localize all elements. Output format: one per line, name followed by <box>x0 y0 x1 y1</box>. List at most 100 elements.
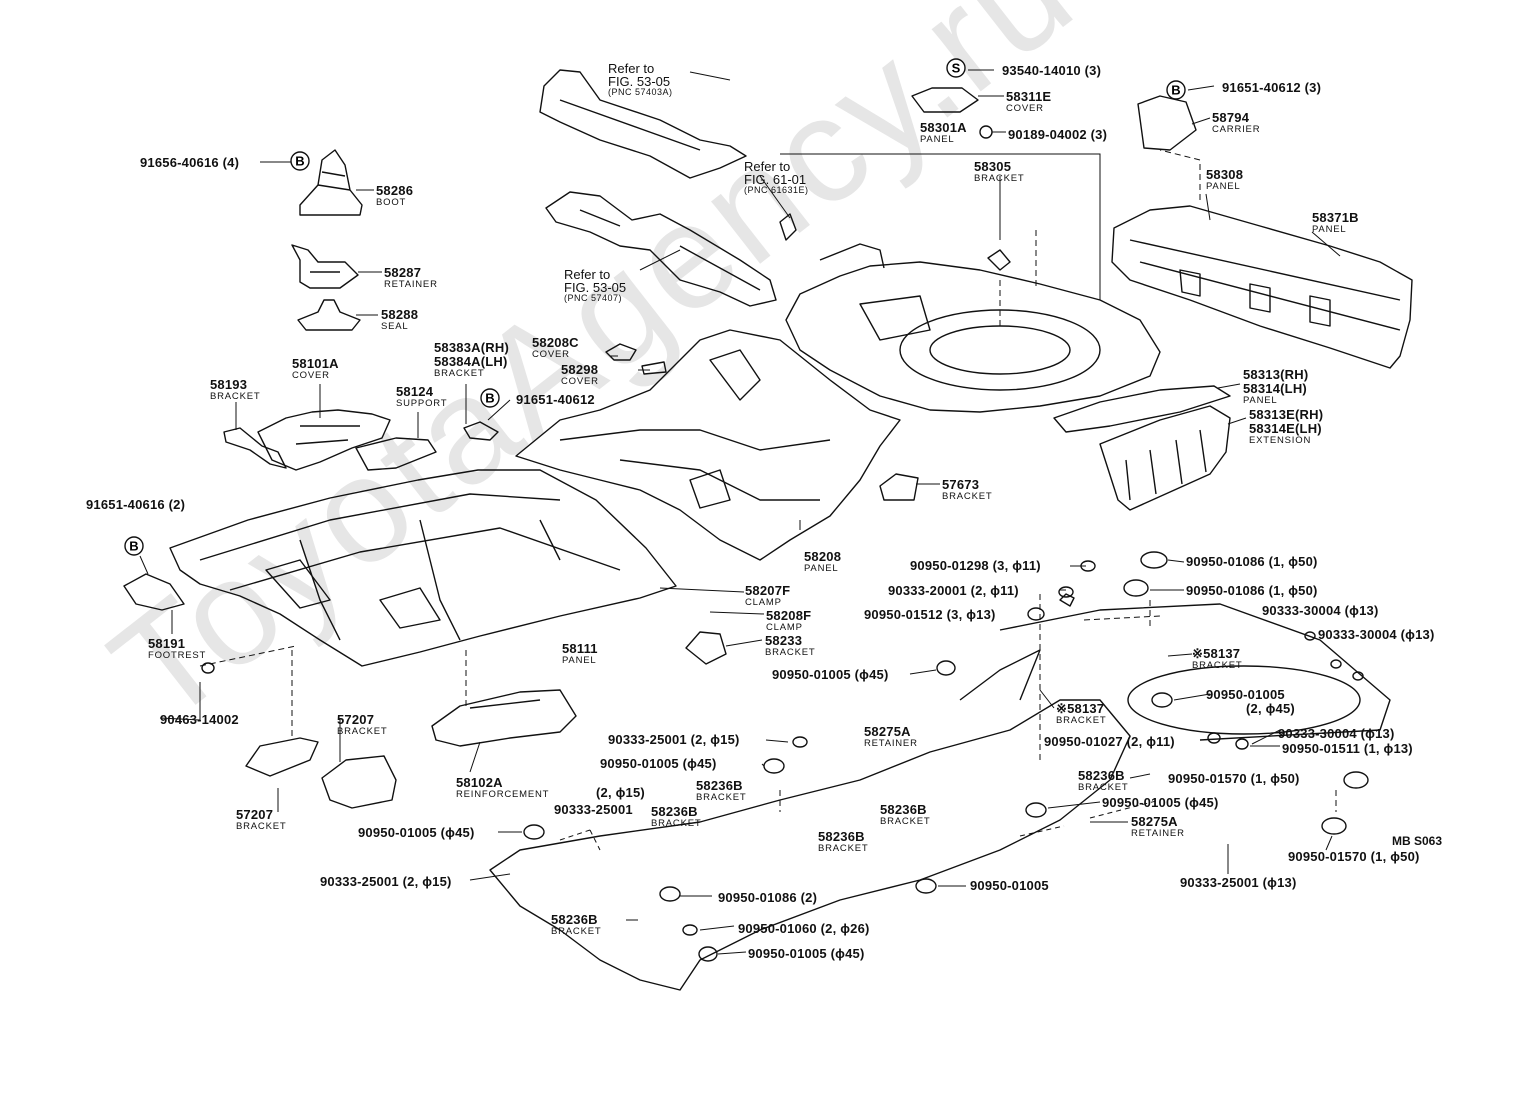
boot-part <box>299 149 363 216</box>
part-number: 58111 <box>562 641 598 656</box>
part-number: 58384A(LH) <box>434 354 508 369</box>
symbol-letter: S <box>952 61 961 76</box>
fastener-number-n23: 90950-01570 (1, ϕ50) <box>1288 849 1420 864</box>
fastener-number-n17: (2, ϕ45) <box>1246 701 1295 716</box>
part-name: BRACKET <box>765 647 816 658</box>
fastener-number-n8: 90950-01298 (3, ϕ11) <box>910 558 1041 573</box>
fastener-number-n24: 90333-25001 (ϕ13) <box>1180 875 1297 890</box>
fastener-number-n10: 90950-01512 (3, ϕ13) <box>864 607 996 622</box>
fastener-number-n26: 90950-01005 (ϕ45) <box>600 756 717 771</box>
reference-line: Refer to <box>608 61 655 76</box>
part-name: BRACKET <box>1056 715 1107 726</box>
reference-line: FIG. 53-05 <box>608 74 671 89</box>
fastener-number-n14: 90333-30004 (ϕ13) <box>1262 603 1379 618</box>
reference-line: FIG. 53-05 <box>564 280 627 295</box>
part-name: PANEL <box>804 563 839 574</box>
symbol-letter: B <box>129 539 138 554</box>
part-number: 58371B <box>1312 210 1359 225</box>
fastener-number-n11: 90950-01005 (ϕ45) <box>772 667 889 682</box>
fastener-number-n6: 90189-04002 (3) <box>1008 127 1108 142</box>
part-number: 58288 <box>381 307 419 322</box>
part-number: 58301A <box>920 120 967 135</box>
part-number: ※58137 <box>1056 701 1105 716</box>
part-name: BRACKET <box>942 491 993 502</box>
part-number: 57673 <box>942 477 980 492</box>
symbol-letter: B <box>295 154 304 169</box>
part-number: 58313(RH) <box>1243 367 1309 382</box>
part-name: PANEL <box>920 134 955 145</box>
fastener-number-n32: 90950-01060 (2, ϕ26) <box>738 921 870 936</box>
part-number: 58794 <box>1212 110 1250 125</box>
part-number: 58383A(RH) <box>434 340 509 355</box>
part-name: BRACKET <box>210 391 261 402</box>
bolt-symbol-icon: B <box>480 388 500 408</box>
rear-side-panel <box>1053 385 1231 511</box>
center-crossmember <box>545 191 777 307</box>
part-number: 58305 <box>974 159 1012 174</box>
fastener-number-n12: 90950-01086 (1, ϕ50) <box>1186 554 1318 569</box>
fastener-number-n3: 91651-40616 (2) <box>86 497 186 512</box>
rear-panel <box>1111 205 1413 369</box>
part-number: 58298 <box>561 362 599 377</box>
part-name: COVER <box>292 370 330 381</box>
part-number: 58236B <box>1078 768 1125 783</box>
part-number: 58314(LH) <box>1243 381 1307 396</box>
part-number: 57207 <box>236 807 274 822</box>
reinforcement-part <box>431 689 577 747</box>
part-label-p58384A: 58384A(LH)BRACKET <box>434 355 508 379</box>
symbol-letter: B <box>1171 83 1180 98</box>
part-name: CLAMP <box>745 597 782 608</box>
part-name: BRACKET <box>696 792 747 803</box>
part-name: COVER <box>1006 103 1044 114</box>
reference-line: (PNC 57403A) <box>608 87 673 97</box>
leader-lines <box>139 69 1341 955</box>
part-number: 58233 <box>765 633 803 648</box>
fastener-number-n30: 90333-25001 (2, ϕ15) <box>320 874 452 889</box>
fastener-number-n34: 90950-01005 <box>970 878 1049 893</box>
screw-symbol-icon: S <box>946 58 966 78</box>
reference-line: Refer to <box>564 267 611 282</box>
front-floor-panel <box>169 469 677 667</box>
symbol-letter: B <box>485 391 494 406</box>
part-number: 58275A <box>1131 814 1178 829</box>
part-label-p58313E: 58313E(RH) <box>1249 408 1323 421</box>
part-number: 58286 <box>376 183 414 198</box>
part-number: 58236B <box>551 912 598 927</box>
footrest-part <box>123 573 185 611</box>
part-name: FOOTREST <box>148 650 207 661</box>
fastener-number-n4: 90463-14002 <box>160 712 239 727</box>
part-number: 58287 <box>384 265 422 280</box>
part-name: BOOT <box>376 197 407 208</box>
part-name: BRACKET <box>880 816 931 827</box>
figure-code: MB S063 <box>1391 834 1442 848</box>
part-number: 58275A <box>864 724 911 739</box>
fastener-number-n7: 91651-40612 (3) <box>1222 80 1322 95</box>
bracket-57207-lower <box>245 737 319 777</box>
fastener-number-n19: 90333-30004 (ϕ13) <box>1278 726 1395 741</box>
part-name: BRACKET <box>974 173 1025 184</box>
fastener-number-n28: 90333-25001 <box>554 802 633 817</box>
part-label-p58383A: 58383A(RH) <box>434 341 509 354</box>
part-number: 58308 <box>1206 167 1244 182</box>
part-name: BRACKET <box>1078 782 1129 793</box>
reference-line: FIG. 61-01 <box>744 172 807 187</box>
part-name: BRACKET <box>1192 660 1243 671</box>
fastener-number-n29: 90950-01005 (ϕ45) <box>358 825 475 840</box>
part-name: BRACKET <box>818 843 869 854</box>
